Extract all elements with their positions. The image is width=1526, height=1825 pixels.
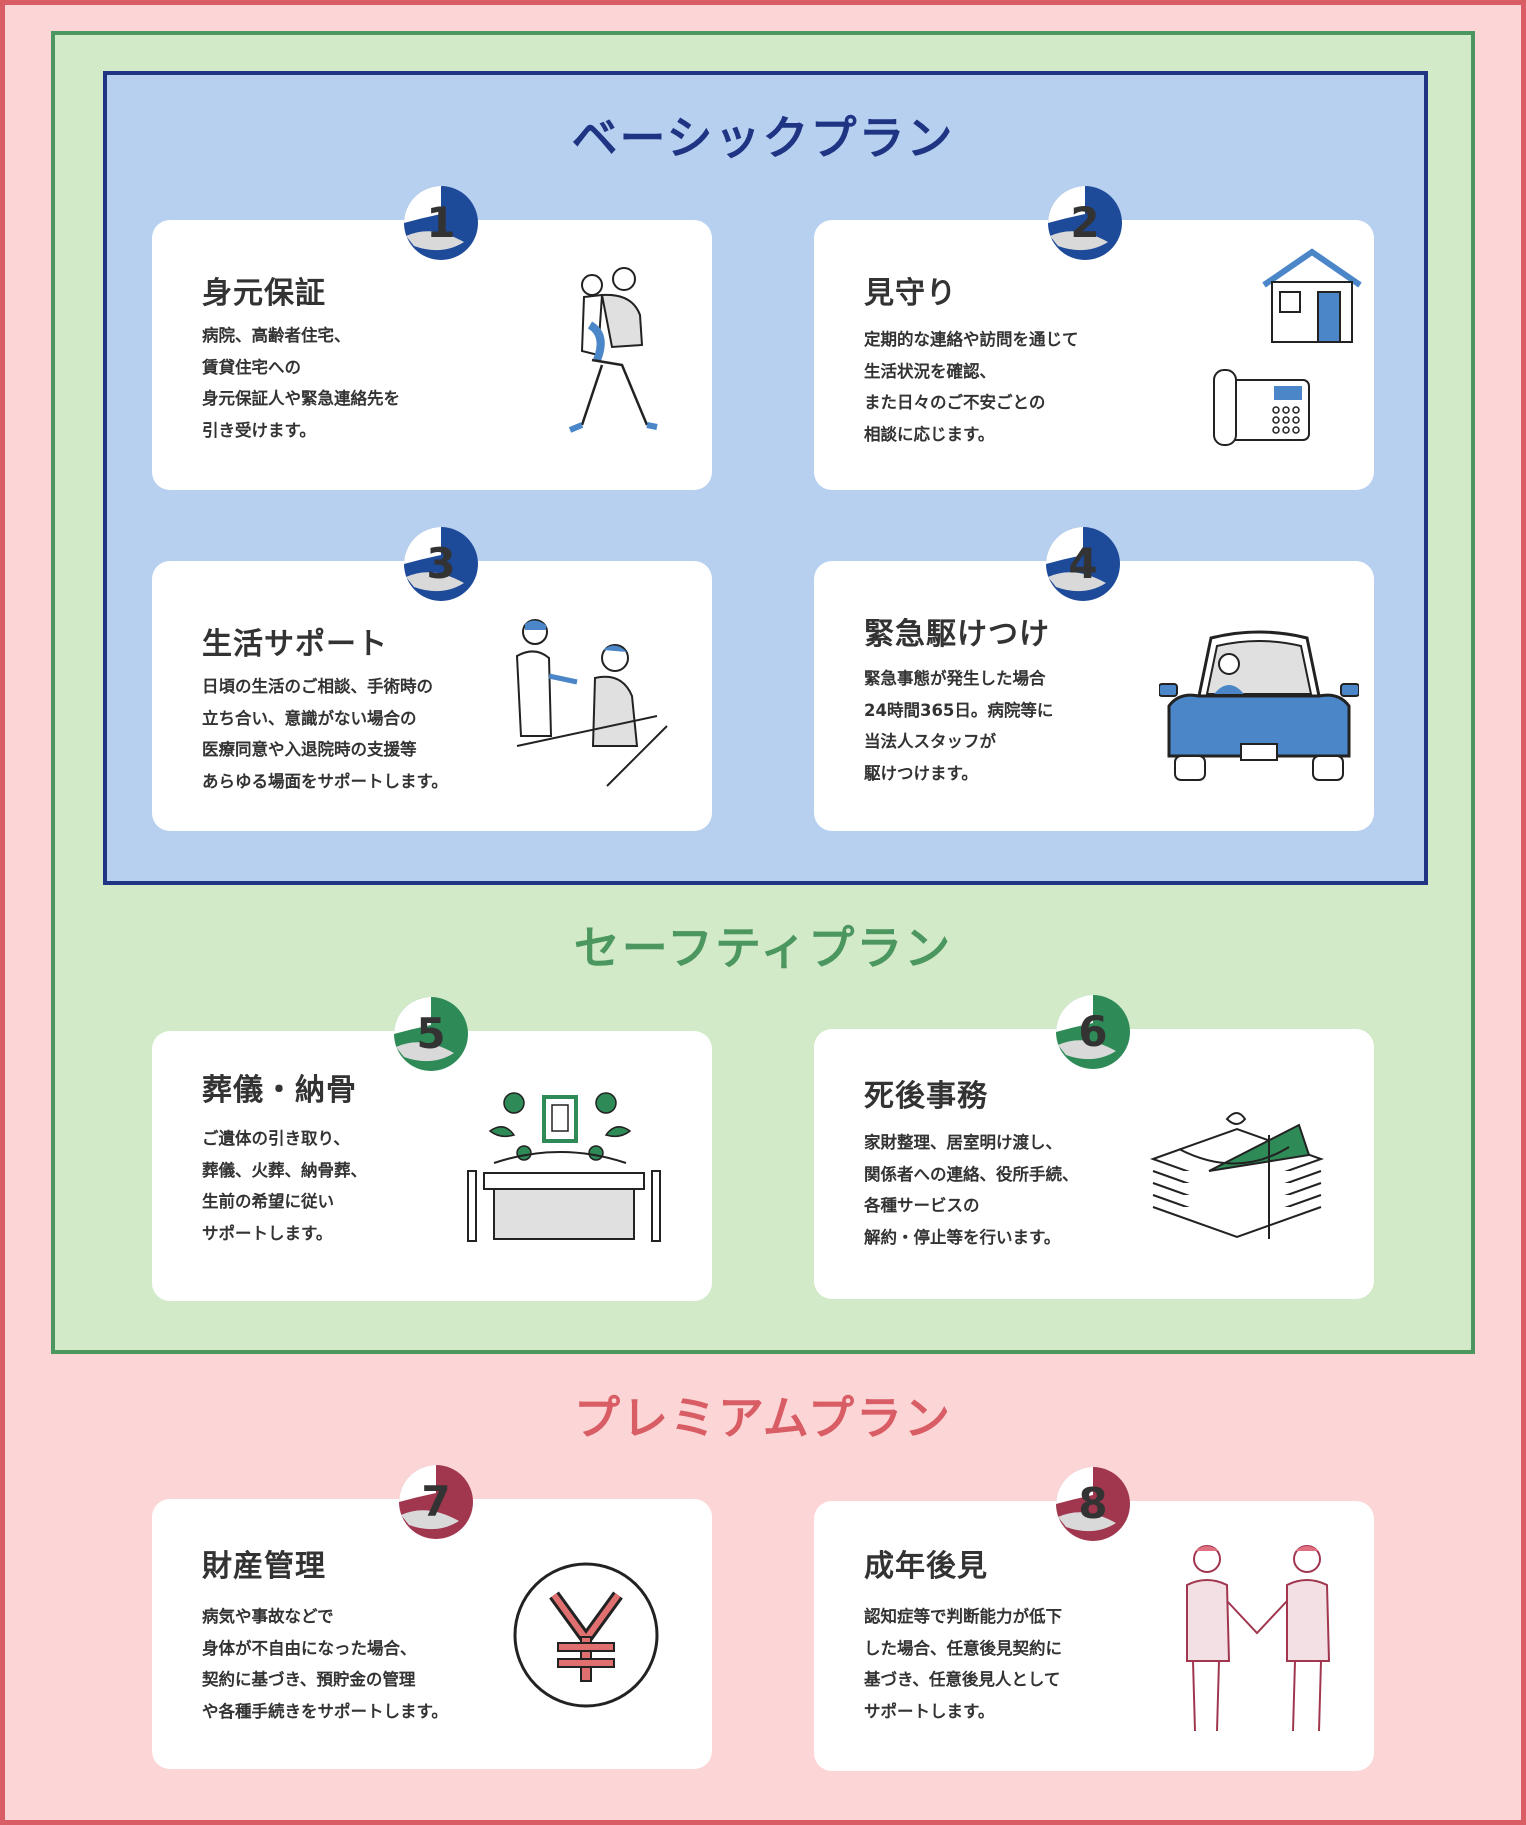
- service-card-adult-guardianship: 8 成年後見 認知症等で判断能力が低下した場合、任意後見契約に基づき、任意後見人…: [814, 1467, 1374, 1771]
- handshake-icon: [1186, 1545, 1331, 1732]
- number-badge: 5: [392, 995, 470, 1073]
- service-card-asset-management: 7 財産管理 病気や事故などで身体が不自由になった場合、契約に基づき、預貯金の管…: [152, 1465, 712, 1769]
- badge-number: 7: [421, 1477, 451, 1526]
- service-title: 成年後見: [864, 1549, 988, 1584]
- badge-number: 2: [1070, 198, 1100, 247]
- badge-number: 8: [1078, 1479, 1108, 1528]
- service-card-identity-guarantee: 1 身元保証 病院、高齢者住宅、賃貸住宅への身元保証人や緊急連絡先を引き受けます…: [152, 186, 712, 490]
- yen-icon: [513, 1562, 659, 1708]
- service-card-posthumous-affairs: 6 死後事務 家財整理、居室明け渡し、関係者への連絡、役所手続、各種サービスの解…: [814, 995, 1374, 1299]
- badge-number: 6: [1078, 1007, 1108, 1056]
- service-title: 財産管理: [202, 1549, 326, 1584]
- badge-number: 1: [426, 198, 456, 247]
- service-title: 見守り: [864, 276, 957, 311]
- service-description: 日頃の生活のご相談、手術時の立ち合い、意識がない場合の医療同意や入退院時の支援等…: [202, 677, 448, 791]
- number-badge: 4: [1044, 525, 1122, 603]
- person-carrying-elder-icon: [568, 267, 658, 433]
- service-card-life-support: 3 生活サポート 日頃の生活のご相談、手術時の立ち合い、意識がない場合の医療同意…: [152, 527, 712, 831]
- funeral-altar-icon: [467, 1092, 661, 1242]
- number-badge: 7: [397, 1463, 475, 1541]
- service-description: 定期的な連絡や訪問を通じて生活状況を確認、また日々のご不安ごとの相談に応じます。: [864, 330, 1079, 444]
- service-description: 病院、高齢者住宅、賃貸住宅への身元保証人や緊急連絡先を引き受けます。: [202, 326, 400, 440]
- service-title: 葬儀・納骨: [202, 1073, 357, 1108]
- number-badge: 6: [1054, 993, 1132, 1071]
- service-title: 緊急駆けつけ: [864, 617, 1050, 652]
- badge-number: 5: [416, 1009, 446, 1058]
- badge-number: 4: [1068, 539, 1098, 588]
- premium-plan-title: プレミアムプラン: [573, 1391, 953, 1445]
- service-description: 家財整理、居室明け渡し、関係者への連絡、役所手続、各種サービスの解約・停止等を行…: [864, 1133, 1079, 1247]
- house-and-phone-icon: [1213, 248, 1362, 446]
- safety-plan-title: セーフティプラン: [573, 921, 953, 975]
- number-badge: 2: [1046, 184, 1124, 262]
- document-bundle-icon: [1150, 1112, 1324, 1239]
- service-description: ご遺体の引き取り、葬儀、火葬、納骨葬、生前の希望に従いサポートします。: [202, 1129, 367, 1243]
- nurse-and-patient-icon: [515, 619, 668, 787]
- service-title: 生活サポート: [202, 627, 388, 662]
- badge-number: 3: [426, 539, 456, 588]
- number-badge: 8: [1054, 1465, 1132, 1543]
- car-icon: [1159, 630, 1359, 781]
- basic-plan-title: ベーシックプラン: [571, 111, 955, 165]
- service-description: 病気や事故などで身体が不自由になった場合、契約に基づき、預貯金の管理や各種手続き…: [202, 1607, 448, 1721]
- service-card-monitoring: 2 見守り 定期的な連絡や訪問を通じて生活状況を確認、また日々のご不安ごとの相談…: [814, 186, 1374, 490]
- service-title: 死後事務: [864, 1079, 988, 1114]
- number-badge: 1: [402, 184, 480, 262]
- service-title: 身元保証: [202, 276, 326, 311]
- service-card-funeral: 5 葬儀・納骨 ご遺体の引き取り、葬儀、火葬、納骨葬、生前の希望に従いサポートし…: [152, 997, 712, 1301]
- service-description: 認知症等で判断能力が低下した場合、任意後見契約に基づき、任意後見人としてサポート…: [864, 1607, 1062, 1721]
- number-badge: 3: [402, 525, 480, 603]
